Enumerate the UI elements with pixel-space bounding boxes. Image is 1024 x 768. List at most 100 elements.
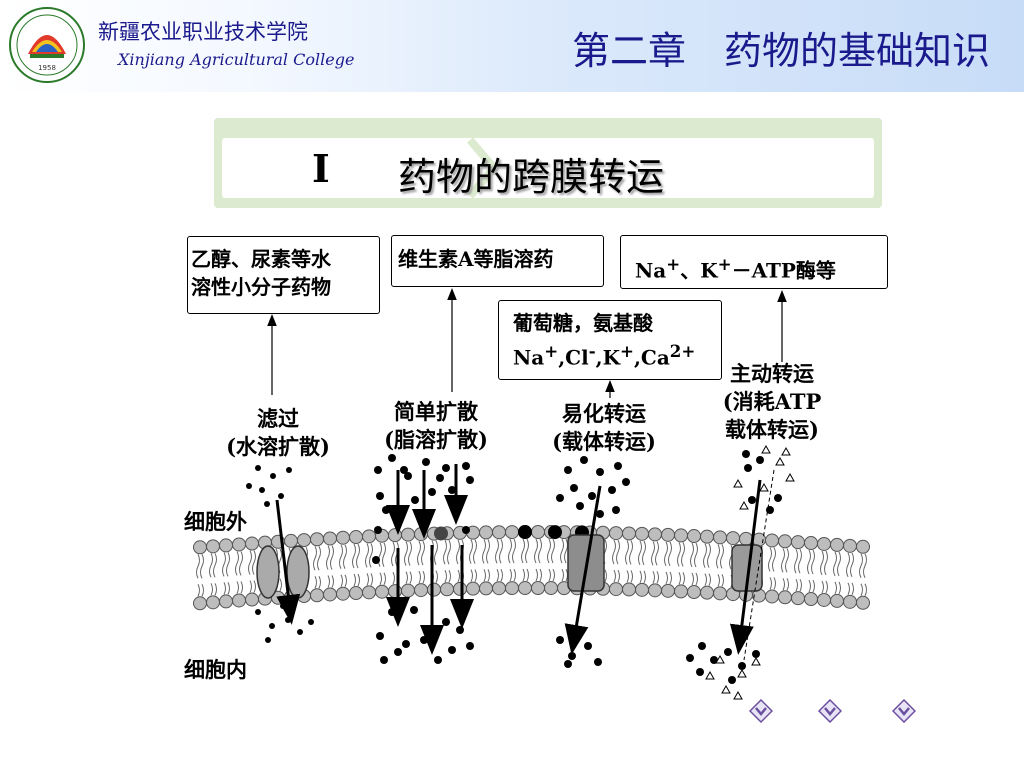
lipid-head	[336, 586, 350, 601]
lipid-tail	[226, 552, 230, 577]
lipid-tail	[365, 543, 369, 568]
lipid-head	[739, 531, 753, 546]
lipid-head	[765, 533, 779, 548]
lipid-tail	[664, 541, 668, 567]
lipid-head	[726, 531, 740, 546]
lipid-molecule	[456, 626, 464, 634]
lipid-tail	[773, 577, 776, 590]
ion-molecule	[742, 450, 750, 458]
lipid-head	[843, 538, 857, 553]
lipid-tail	[327, 575, 330, 588]
ion-triangle	[775, 456, 785, 466]
lipid-tail	[314, 576, 317, 589]
small-molecule	[285, 617, 291, 623]
lipid-tail	[772, 547, 776, 572]
lipid-tail	[625, 540, 629, 565]
lipid-tail	[695, 572, 698, 586]
lipid-tail	[785, 548, 789, 573]
lipid-tail	[521, 538, 525, 564]
ion-triangle	[721, 684, 731, 694]
label-inside-cell: 细胞内	[184, 657, 247, 682]
lipid-head	[219, 538, 233, 553]
lipid-tail	[651, 541, 655, 566]
lipid-tail	[417, 540, 421, 566]
lipid-head	[674, 584, 688, 599]
lipid-tail	[318, 576, 321, 589]
ion-molecule	[752, 650, 760, 658]
label-active-line1: 主动转运	[730, 361, 814, 386]
lipid-molecule	[434, 656, 442, 664]
arrow-filtration	[275, 499, 301, 625]
ion-molecule	[766, 506, 774, 514]
lipid-head	[232, 593, 246, 608]
lipid-tail	[798, 548, 802, 574]
lipid-molecule	[372, 556, 380, 564]
label-filtration-line1: 滤过	[257, 406, 299, 431]
lipid-head	[635, 526, 649, 541]
small-molecule	[264, 501, 270, 507]
lipid-tail	[538, 538, 542, 564]
small-molecule	[297, 629, 303, 635]
small-molecule	[286, 467, 292, 473]
lipid-tail	[496, 568, 499, 582]
lipid-tail	[799, 578, 802, 592]
glucose-molecule	[580, 456, 588, 464]
lipid-tail	[539, 568, 542, 582]
lipid-head	[700, 585, 714, 600]
lipid-tail	[513, 568, 516, 582]
lipid-tail	[691, 572, 694, 586]
lipid-tail	[500, 568, 503, 582]
lipid-head	[206, 539, 220, 554]
lipid-head	[661, 583, 675, 598]
lipid-molecule	[442, 618, 450, 626]
box-lipid-soluble-drugs: 维生素A等脂溶药	[391, 235, 604, 287]
lipid-head-dark	[548, 525, 562, 540]
lipid-head	[609, 526, 623, 541]
nav-prev-icon[interactable]	[749, 699, 773, 723]
lipid-tail	[344, 574, 347, 587]
lipid-tail	[820, 550, 824, 576]
lipid-tail	[470, 569, 473, 582]
lipid-tail	[534, 538, 538, 564]
lipid-tail	[655, 541, 659, 566]
lipid-head	[635, 582, 649, 597]
ion-triangle	[781, 446, 791, 456]
lipid-molecule	[376, 632, 384, 640]
lipid-head	[297, 533, 311, 548]
ion-triangle	[759, 482, 769, 492]
lipid-tail	[317, 546, 321, 571]
lipid-molecule	[436, 474, 444, 482]
lipid-tail	[213, 553, 217, 578]
lipid-head	[245, 592, 259, 607]
lipid-head	[232, 537, 246, 552]
lipid-tail	[612, 539, 616, 565]
nav-next-icon[interactable]	[892, 699, 916, 723]
label-facilitated-line2: (载体转运)	[552, 429, 656, 454]
lipid-tail	[837, 551, 841, 577]
lipid-molecule	[466, 642, 474, 650]
lipid-molecule	[411, 496, 419, 504]
lipid-tail	[404, 541, 408, 566]
lipid-head	[362, 529, 376, 544]
lipid-tail	[249, 580, 252, 593]
lipid-tail	[236, 581, 239, 594]
lipid-tail	[508, 538, 512, 564]
lipid-tail	[782, 578, 785, 591]
lipid-tail	[457, 569, 460, 583]
ion-triangle	[751, 656, 761, 666]
lipid-head	[856, 539, 870, 554]
glucose-molecule	[614, 462, 622, 470]
lipid-tail	[548, 568, 551, 582]
lipid-head	[687, 529, 701, 544]
lipid-molecule	[420, 636, 428, 644]
lipid-tail	[392, 571, 395, 585]
lipid-head	[505, 581, 519, 596]
lipid-tail	[720, 544, 724, 569]
lipid-tail	[863, 553, 867, 578]
lipid-head	[466, 581, 480, 596]
lipid-tail	[214, 583, 217, 596]
nav-home-icon[interactable]	[818, 699, 842, 723]
ion-triangle	[705, 670, 715, 680]
lipid-tail	[239, 551, 243, 576]
box-water-line1: 乙醇、尿素等水	[191, 247, 331, 271]
